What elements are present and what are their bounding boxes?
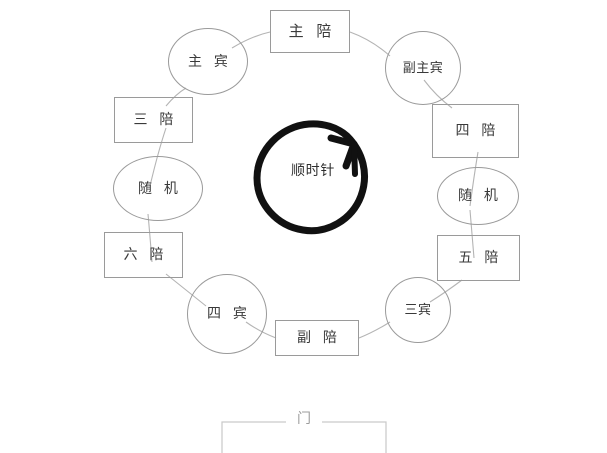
node-liupei[interactable]: 六陪 [104, 232, 183, 278]
node-suiji-right-label: 随机 [458, 188, 510, 204]
wall-left [221, 421, 286, 453]
node-fuzhubin-label: 副主宾 [402, 60, 444, 76]
node-suiji-left-label: 随机 [138, 180, 190, 197]
node-sipei[interactable]: 四陪 [432, 104, 519, 158]
node-sibin[interactable]: 四宾 [187, 274, 267, 354]
node-wupei[interactable]: 五陪 [437, 235, 520, 281]
node-sibin-label: 四宾 [207, 306, 259, 322]
node-sanpei-label: 三陪 [133, 112, 186, 128]
node-zhupei-label: 主陪 [288, 22, 345, 40]
node-sipei-label: 四陪 [455, 123, 508, 139]
node-zhubin-label: 主宾 [188, 53, 240, 70]
node-sanbin[interactable]: 三宾 [385, 277, 451, 343]
clockwise-label: 顺时针 [290, 163, 336, 179]
door-walls [221, 421, 387, 453]
node-suiji-left[interactable]: 随机 [113, 156, 203, 221]
node-fupei[interactable]: 副陪 [275, 320, 359, 356]
edge-zhupei-fuzhubin [349, 31, 391, 57]
node-suiji-right[interactable]: 随机 [437, 167, 519, 225]
edge-fupei-sanbin [358, 321, 391, 339]
door-label: 门 [297, 411, 311, 427]
node-zhupei[interactable]: 主陪 [270, 10, 350, 53]
wall-right [322, 421, 387, 453]
node-sanpei[interactable]: 三陪 [114, 97, 193, 143]
node-fupei-label: 副陪 [297, 330, 349, 346]
node-sanbin-label: 三宾 [404, 302, 432, 318]
node-wupei-label: 五陪 [458, 250, 511, 266]
node-fuzhubin[interactable]: 副主宾 [385, 31, 461, 105]
clockwise-arrow-circle [253, 120, 368, 235]
node-liupei-label: 六陪 [123, 247, 176, 263]
node-zhubin[interactable]: 主宾 [168, 28, 248, 95]
